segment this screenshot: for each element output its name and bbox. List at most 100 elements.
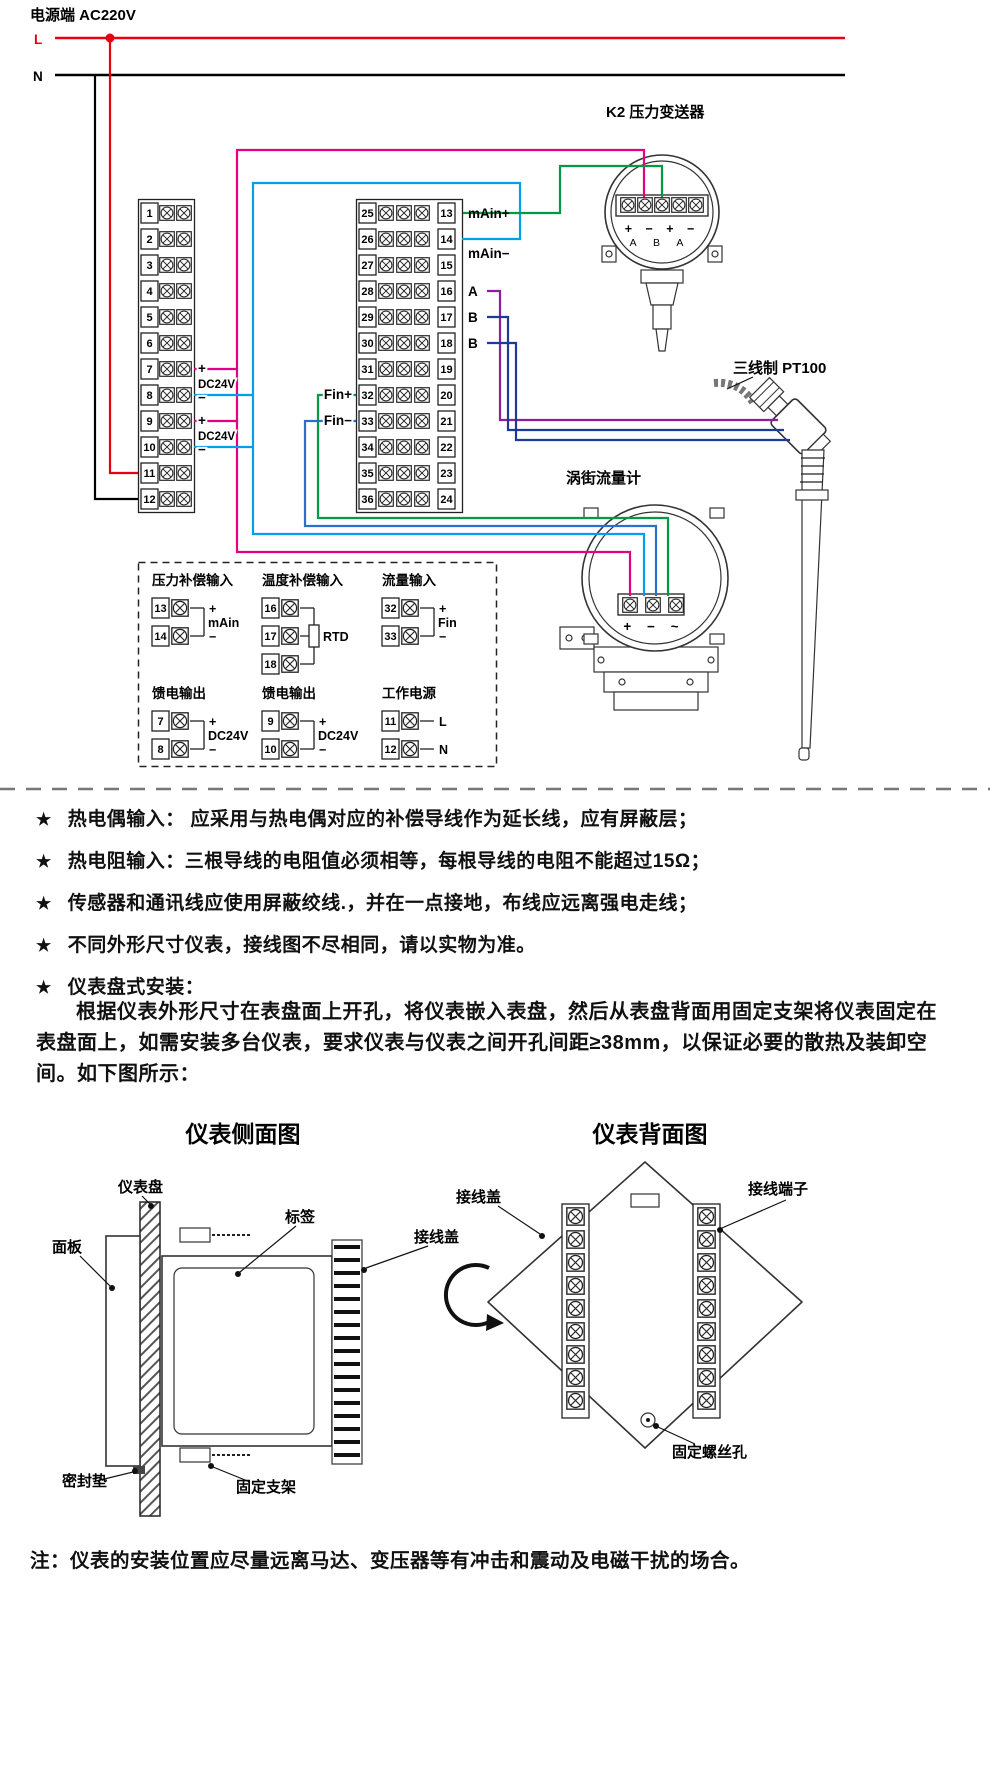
terminal-number-box bbox=[358, 306, 377, 328]
terminal-number: 13 bbox=[440, 208, 452, 220]
terminal-number-box bbox=[261, 653, 280, 675]
note-item: ★ 仪表盘式安装： bbox=[36, 972, 956, 999]
terminal-number-box bbox=[437, 410, 456, 432]
flowmeter-tab bbox=[583, 507, 599, 519]
screw-terminal-icon bbox=[378, 257, 394, 273]
screw-terminal-icon bbox=[159, 335, 175, 351]
terminal-number: 8 bbox=[157, 744, 163, 756]
diagram-labels: 电源端 AC220V L N + DC24V − + DC24V − mAin+… bbox=[30, 6, 826, 634]
feed2-minus-label: − bbox=[198, 442, 206, 457]
terminal-number-box bbox=[358, 436, 377, 458]
terminal-number-box bbox=[381, 625, 400, 647]
screw-terminal-icon bbox=[176, 257, 192, 273]
terminal-number: 14 bbox=[154, 631, 167, 643]
terminal-number: 17 bbox=[264, 631, 276, 643]
pt100-tip bbox=[798, 747, 810, 761]
terminal-number-box bbox=[358, 488, 377, 510]
screw-terminal-icon bbox=[176, 361, 192, 377]
signal-wires bbox=[194, 148, 790, 596]
terminal-number: 35 bbox=[361, 468, 373, 480]
screw-terminal-icon bbox=[697, 1207, 716, 1226]
screw-terminal-icon bbox=[697, 1391, 716, 1410]
screw-terminal-icon bbox=[688, 197, 704, 213]
screw-terminal-icon bbox=[396, 309, 412, 325]
screw-terminal-icon bbox=[281, 627, 299, 645]
strip-left-outline bbox=[137, 198, 196, 514]
live-label: L bbox=[34, 32, 42, 47]
screw-terminal-icon bbox=[396, 413, 412, 429]
flowmeter-signs: + − ~ bbox=[623, 619, 684, 634]
rtd-b2-label: B bbox=[468, 336, 478, 351]
back-view-title: 仪表背面图 bbox=[592, 1122, 708, 1147]
screw-terminal-icon bbox=[697, 1368, 716, 1387]
cover-label: 接线盖 bbox=[414, 1228, 459, 1246]
terminal-number-box bbox=[140, 254, 159, 276]
star-icon: ★ bbox=[36, 894, 52, 913]
flowmeter-tab bbox=[709, 633, 725, 645]
screw-terminal-icon bbox=[281, 740, 299, 758]
detail-group-label: mAin bbox=[208, 616, 239, 630]
front-bezel bbox=[105, 1235, 141, 1467]
terminal-number-box bbox=[358, 410, 377, 432]
screw-terminal-icon bbox=[171, 712, 189, 730]
note-item: ★ 传感器和通讯线应使用屏蔽绞线.，并在一点接地，布线应远离强电走线； bbox=[36, 888, 956, 915]
note-item: ★ 热电阻输入：三根导线的电阻值必须相等，每根导线的电阻不能超过15Ω； bbox=[36, 846, 956, 873]
wire-main-return bbox=[194, 181, 646, 596]
terminal-number: 29 bbox=[361, 312, 373, 324]
screw-terminal-icon bbox=[378, 387, 394, 403]
terminal-number-box bbox=[358, 202, 377, 224]
screw-terminal-icon bbox=[378, 283, 394, 299]
terminal-number-box bbox=[261, 625, 280, 647]
terminal-sign: N bbox=[439, 743, 448, 757]
screw-terminal-icon bbox=[697, 1322, 716, 1341]
screw-terminal-icon bbox=[176, 205, 192, 221]
screw-terminal-icon bbox=[566, 1345, 585, 1364]
screw-terminal-icon bbox=[414, 257, 430, 273]
screw-terminal-icon bbox=[414, 465, 430, 481]
screw-terminal-icon bbox=[396, 439, 412, 455]
main-plus-label: mAin+ bbox=[468, 206, 510, 221]
screw-terminal-icon bbox=[622, 597, 638, 613]
feed1-name-label: DC24V bbox=[198, 379, 235, 391]
transmitter-letters: A B A bbox=[630, 237, 691, 249]
notes-list: ★ 热电偶输入： 应采用与热电偶对应的补偿导线作为延长线，应有屏蔽层； ★ 热电… bbox=[36, 804, 956, 1014]
top-clamp bbox=[179, 1227, 211, 1243]
screw-terminal-icon bbox=[171, 740, 189, 758]
screw-terminal-icon bbox=[159, 283, 175, 299]
terminal-number: 11 bbox=[144, 468, 156, 480]
screw-terminal-icon bbox=[396, 465, 412, 481]
terminal-number: 15 bbox=[440, 260, 452, 272]
star-icon: ★ bbox=[36, 810, 52, 829]
screw-terminal-icon bbox=[176, 335, 192, 351]
terminal-number-box bbox=[140, 436, 159, 458]
screw-terminal-icon bbox=[645, 597, 661, 613]
screw-terminal-icon bbox=[281, 599, 299, 617]
power-title: 电源端 AC220V bbox=[30, 6, 136, 24]
terminal-number: 16 bbox=[440, 286, 452, 298]
power-lines bbox=[55, 33, 845, 501]
gasket bbox=[133, 1466, 145, 1474]
terminal-number: 12 bbox=[384, 744, 396, 756]
terminal-number: 17 bbox=[440, 312, 452, 324]
terminal-number-box bbox=[140, 306, 159, 328]
fin-plus-label: Fin+ bbox=[324, 387, 352, 402]
screw-terminal-icon bbox=[566, 1230, 585, 1249]
terminal-sign: − bbox=[319, 743, 326, 757]
screw-terminal-icon bbox=[566, 1207, 585, 1226]
terminal-number-box bbox=[358, 462, 377, 484]
terminal-number-box bbox=[140, 462, 159, 484]
pt100-collar bbox=[795, 489, 829, 501]
transmitter-title: K2 压力变送器 bbox=[606, 103, 705, 121]
strip-mid-outline bbox=[355, 198, 464, 514]
screw-terminal-icon bbox=[159, 413, 175, 429]
note-text: 热电阻输入：三根导线的电阻值必须相等，每根导线的电阻不能超过15Ω； bbox=[67, 851, 711, 872]
terminal-number-box bbox=[261, 710, 280, 732]
note-text: 不同外形尺寸仪表，接线图不尽相同，请以实物为准。 bbox=[67, 935, 536, 956]
note-text: 仪表盘式安装： bbox=[67, 977, 205, 998]
terminal-number: 4 bbox=[146, 286, 153, 298]
terminal-number-box bbox=[437, 332, 456, 354]
rotate-arrow-icon bbox=[444, 1263, 490, 1327]
